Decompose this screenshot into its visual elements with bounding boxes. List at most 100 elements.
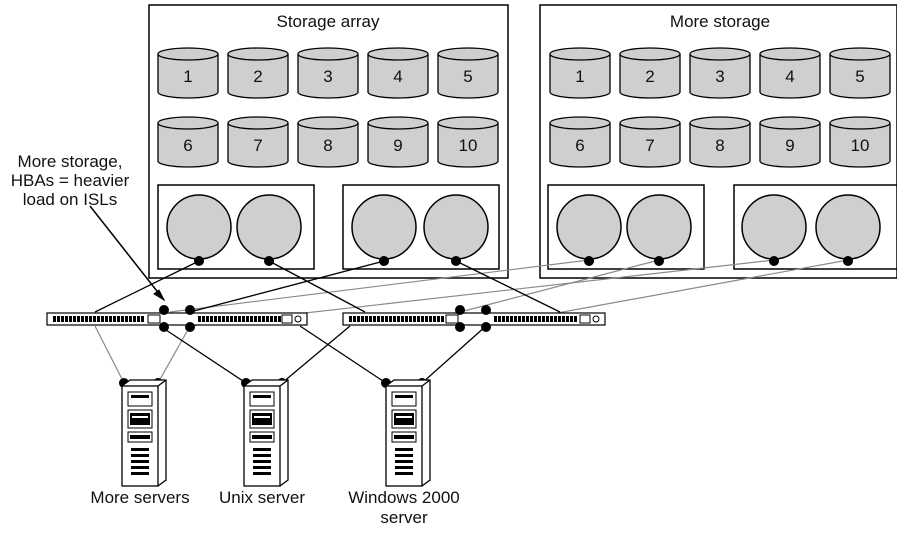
disk-drive: 6: [157, 116, 219, 168]
tower-server: [121, 379, 167, 487]
switch-port: [401, 316, 404, 322]
controller-port: [626, 194, 692, 260]
disk-number: 1: [575, 67, 584, 86]
controller-port: [741, 194, 807, 260]
switch-port: [562, 316, 565, 322]
switch-port: [429, 316, 432, 322]
switch-port: [538, 316, 541, 322]
switch-port: [385, 316, 388, 322]
switch-port: [266, 316, 269, 322]
switch-port: [89, 316, 92, 322]
switch-port: [421, 316, 424, 322]
disk-number: 3: [715, 67, 724, 86]
disk-number: 2: [645, 67, 654, 86]
switch-port: [409, 316, 412, 322]
switch-port: [361, 316, 364, 322]
switch-port: [274, 316, 277, 322]
switch-port: [121, 316, 124, 322]
switch-port: [526, 316, 529, 322]
switch-port: [502, 316, 505, 322]
switch-port: [69, 316, 72, 322]
switch-port: [93, 316, 96, 322]
switch-port: [433, 316, 436, 322]
disk-number: 10: [851, 136, 870, 155]
switch-port: [546, 316, 549, 322]
switch-port: [349, 316, 352, 322]
switch-port: [373, 316, 376, 322]
disk-drive: 8: [689, 116, 751, 168]
switch-port: [242, 316, 245, 322]
switch-port: [137, 316, 140, 322]
disk-number: 3: [323, 67, 332, 86]
switch-port: [518, 316, 521, 322]
switch-port: [53, 316, 56, 322]
switch-port: [377, 316, 380, 322]
disk-drive: 1: [157, 47, 219, 99]
disk-number: 10: [459, 136, 478, 155]
switch-port: [113, 316, 116, 322]
disk-number: 1: [183, 67, 192, 86]
controller-port: [236, 194, 302, 260]
switch-port: [550, 316, 553, 322]
disk-drive: 3: [297, 47, 359, 99]
disk-number: 8: [715, 136, 724, 155]
switch-port: [218, 316, 221, 322]
switch-port: [558, 316, 561, 322]
switch-port: [381, 316, 384, 322]
switch-port: [413, 316, 416, 322]
switch-port: [246, 316, 249, 322]
disk-drive: 9: [759, 116, 821, 168]
controller-port: [815, 194, 881, 260]
disk-number: 9: [785, 136, 794, 155]
disk-drive: 1: [549, 47, 611, 99]
switch-port: [222, 316, 225, 322]
disk-drive: 5: [829, 47, 891, 99]
server-label: Windows 2000: [348, 488, 460, 507]
switch-port: [510, 316, 513, 322]
server-group: [121, 379, 431, 487]
storage-array-title: More storage: [670, 12, 770, 31]
disk-drive: 2: [619, 47, 681, 99]
switch-port: [498, 316, 501, 322]
disk-drive: 9: [367, 116, 429, 168]
switch-port: [258, 316, 261, 322]
tower-server: [243, 379, 289, 487]
switch-port: [129, 316, 132, 322]
switch-port: [61, 316, 64, 322]
switch-port: [393, 316, 396, 322]
switch-port: [230, 316, 233, 322]
switch-port: [397, 316, 400, 322]
disk-drive: 7: [227, 116, 289, 168]
disk-number: 6: [183, 136, 192, 155]
switch-port: [574, 316, 577, 322]
switch-port: [101, 316, 104, 322]
controller-port: [166, 194, 232, 260]
switch-port: [254, 316, 257, 322]
switch-port: [234, 316, 237, 322]
switch-port: [125, 316, 128, 322]
switch-port: [105, 316, 108, 322]
switch-port: [417, 316, 420, 322]
annotation-line: HBAs = heavier: [11, 171, 130, 190]
isl-annotation: More storage, HBAs = heavier load on ISL…: [11, 152, 130, 209]
switch-port: [210, 316, 213, 322]
switch-port: [570, 316, 573, 322]
switch-port: [522, 316, 525, 322]
disk-number: 7: [253, 136, 262, 155]
disk-drive: 6: [549, 116, 611, 168]
switch-port: [369, 316, 372, 322]
switch-port: [202, 316, 205, 322]
switch-port: [262, 316, 265, 322]
switch-port: [85, 316, 88, 322]
switch-port: [566, 316, 569, 322]
server-label: server: [380, 508, 428, 527]
controller-port: [351, 194, 417, 260]
disk-drive: 3: [689, 47, 751, 99]
switch-port: [226, 316, 229, 322]
disk-drive: 2: [227, 47, 289, 99]
switch-port: [441, 316, 444, 322]
switch-port: [214, 316, 217, 322]
